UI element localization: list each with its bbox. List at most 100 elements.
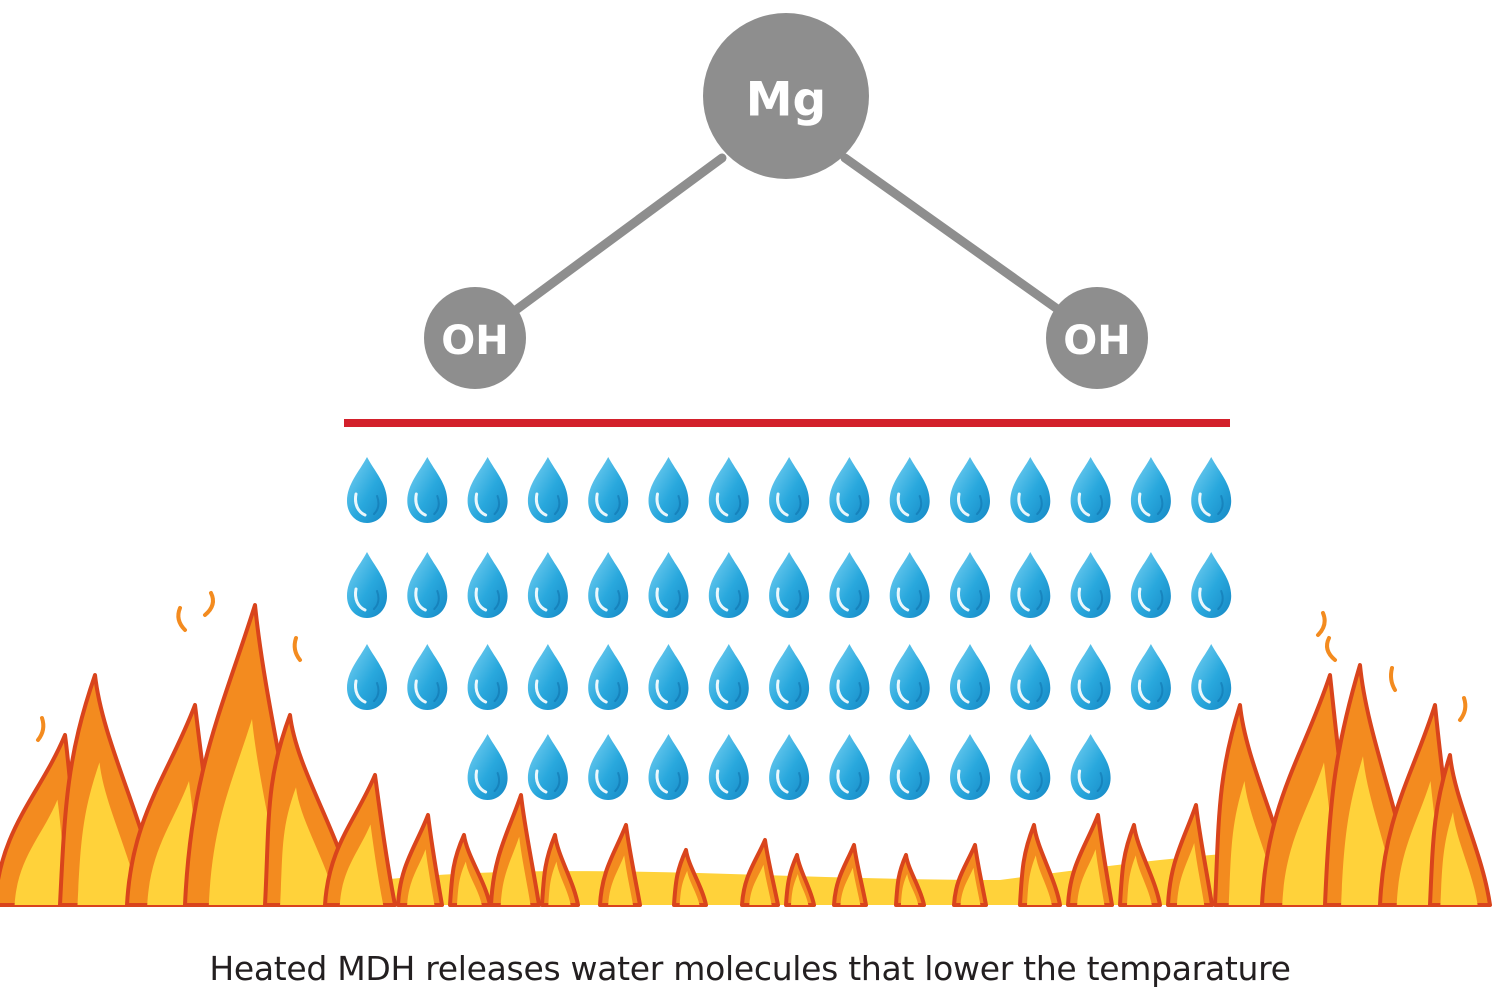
spark-icon (292, 636, 302, 662)
bond-right (840, 153, 1075, 323)
water-drop-icon (948, 455, 992, 525)
water-drop-icon (948, 642, 992, 712)
spark-icon (1389, 666, 1397, 692)
spark-icon (36, 716, 46, 742)
water-drop-icon (707, 732, 751, 802)
flame-core (208, 719, 284, 905)
flame-core (280, 787, 336, 905)
water-drop-icon (1008, 455, 1052, 525)
flame-core (14, 799, 71, 905)
water-drop-icon (827, 550, 871, 620)
flame-core (1440, 812, 1478, 905)
flame-core (500, 836, 531, 905)
mg-atom-label: Mg (746, 73, 826, 128)
water-drop-icon (767, 642, 811, 712)
flame-core (77, 762, 140, 905)
water-drop-icon (586, 642, 630, 712)
water-drop-icon (1189, 642, 1233, 712)
flame-core (1027, 855, 1052, 905)
water-drop-icon (345, 550, 389, 620)
water-drop-icon (707, 455, 751, 525)
flame-core (749, 864, 772, 905)
water-drop-icon (526, 732, 570, 802)
water-drop-icon (526, 550, 570, 620)
flame-icon (1066, 813, 1114, 907)
water-drop-icon (888, 455, 932, 525)
water-drop-icon (1008, 550, 1052, 620)
oh-right-label: OH (1063, 318, 1130, 364)
oh-atom-left (424, 287, 526, 389)
water-drop-icon (1008, 642, 1052, 712)
spark-icon (1325, 636, 1337, 662)
flame-core (1176, 843, 1205, 905)
water-drop-icon (707, 642, 751, 712)
water-drop-icon (767, 455, 811, 525)
water-drop-icon (1069, 550, 1113, 620)
bond-left (500, 153, 727, 323)
flame-icon (952, 843, 988, 907)
oh-atom-right (1046, 287, 1148, 389)
water-drop-icon (345, 455, 389, 525)
water-drop-icon (1129, 455, 1173, 525)
oh-left-label: OH (441, 318, 508, 364)
water-drop-icon (707, 550, 751, 620)
flame-core (407, 849, 435, 905)
water-drop-icon (586, 455, 630, 525)
mg-atom (703, 13, 869, 179)
water-drop-icon (767, 550, 811, 620)
water-drop-icon (1189, 455, 1233, 525)
caption-text: Heated MDH releases water molecules that… (209, 949, 1291, 988)
water-drop-icon (1069, 732, 1113, 802)
fire-flames (0, 591, 1492, 907)
water-drop-icon (888, 642, 932, 712)
water-drop-icon (647, 455, 690, 525)
flame-core (548, 861, 571, 905)
flame-core (1127, 855, 1152, 905)
water-drop-icon (1129, 550, 1173, 620)
water-drop-icon (767, 732, 811, 802)
water-drop-icon (888, 550, 932, 620)
flame-core (457, 861, 482, 905)
water-drop-icon (586, 550, 630, 620)
flame-core (900, 874, 919, 905)
water-drop-icon (827, 455, 871, 525)
water-drop-icon (405, 550, 449, 620)
water-drop-icon (466, 732, 510, 802)
flame-core (679, 870, 700, 905)
water-drop-icon (1069, 642, 1113, 712)
water-drop-icon (647, 732, 690, 802)
water-drop-icon (526, 642, 570, 712)
water-drop-icon (948, 732, 992, 802)
flame-icon (396, 813, 444, 907)
mg-oh-molecule: Mg OH OH (424, 13, 1148, 389)
spark-icon (176, 606, 187, 632)
flame-core (339, 824, 384, 905)
water-drop-icon (647, 642, 690, 712)
water-drop-icon (888, 732, 932, 802)
water-drop-icon (647, 550, 690, 620)
flame-core (791, 874, 809, 905)
water-drop-icon (1129, 642, 1173, 712)
water-drop-icon (405, 455, 449, 525)
spark-icon (203, 591, 215, 617)
water-drop-icon (1069, 455, 1113, 525)
flame-core (960, 867, 981, 905)
water-drop-icon (827, 732, 871, 802)
water-drop-icon (466, 550, 510, 620)
water-drop-icon (586, 732, 630, 802)
spark-icon (1458, 696, 1468, 722)
water-drop-icon (345, 642, 389, 712)
flame-core (1077, 849, 1105, 905)
flame-core (840, 867, 861, 905)
water-drop-icon (827, 642, 871, 712)
water-drop-icon (1008, 732, 1052, 802)
water-drop-icon (466, 642, 510, 712)
flame-icon (323, 773, 397, 907)
water-drop-icon (466, 455, 510, 525)
water-drop-icon (526, 455, 570, 525)
water-drop-icon (1189, 550, 1233, 620)
flame-icon (598, 823, 642, 907)
water-drop-icon (405, 642, 449, 712)
